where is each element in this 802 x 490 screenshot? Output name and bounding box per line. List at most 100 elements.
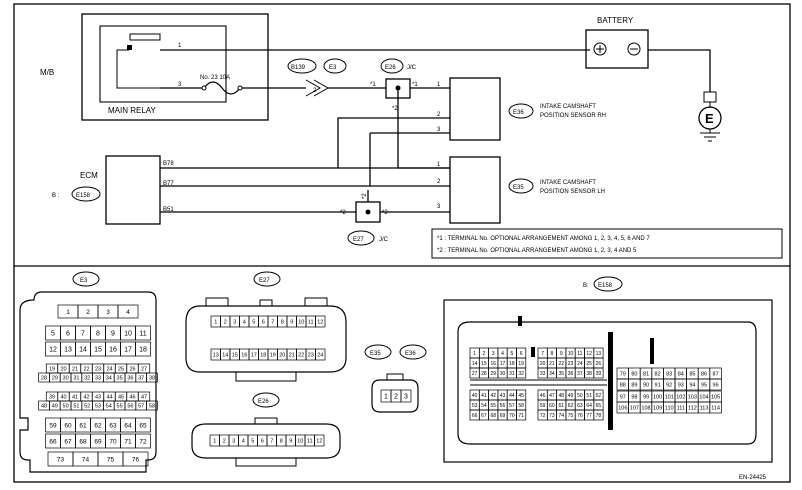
pin-number: 17 — [124, 347, 132, 354]
relay-contact — [129, 33, 161, 41]
mb-box — [81, 13, 269, 121]
pin-number: 60 — [64, 422, 72, 429]
pin-number: 18 — [139, 347, 147, 354]
pin-number: 11 — [308, 319, 314, 325]
pin-number: 3 — [492, 351, 495, 357]
connector-e158-face-label: E158 — [598, 283, 613, 289]
pin-number: 52 — [596, 393, 602, 399]
pin-number: 19 — [270, 352, 276, 358]
connector-sensor-housing — [371, 379, 419, 413]
pin-number: 66 — [49, 438, 57, 445]
connector-e158-housing — [457, 321, 757, 445]
pin-number: 10 — [124, 331, 132, 338]
sensor-rh-pin-3: 3 — [437, 127, 441, 133]
pin-number: 90 — [643, 382, 649, 388]
pin-number: 2 — [394, 394, 398, 401]
connector-e27-housing — [185, 305, 347, 373]
star2-top: *2 — [362, 193, 368, 199]
pin-number: 58 — [149, 403, 155, 409]
sensor-rh-connector: E36 — [513, 110, 524, 116]
connector-arrow-icon — [305, 79, 322, 97]
pin-number: 13 — [64, 347, 72, 354]
connector-e36-face-label: E36 — [405, 351, 416, 357]
pin-number: 54 — [481, 403, 487, 409]
pin-number: 6 — [262, 319, 265, 325]
battery-plus-terminal — [593, 42, 607, 56]
star2-right: *2 — [382, 210, 388, 216]
pin-number: 68 — [490, 413, 496, 419]
pin-number: 108 — [641, 405, 650, 411]
pin-number: 76 — [577, 413, 583, 419]
pin-number: 39 — [596, 371, 602, 377]
pin-number: 13 — [213, 352, 219, 358]
pin-number: 39 — [49, 394, 55, 400]
pin-number: 27 — [141, 366, 147, 372]
pin-number: 21 — [72, 366, 78, 372]
pin-number: 113 — [700, 405, 709, 411]
pin-number: 1 — [66, 309, 70, 316]
connector-e26-face-label: E26 — [258, 399, 269, 405]
pin-number: 71 — [518, 413, 524, 419]
pin-number: 15 — [481, 361, 487, 367]
sensor-rh-name-2: POSITION SENSOR RH — [540, 113, 606, 119]
pin-number: 50 — [577, 393, 583, 399]
star1-left: *1 — [370, 82, 376, 88]
star1-right: *1 — [412, 82, 418, 88]
pin-number: 105 — [711, 394, 720, 400]
notes-box — [431, 228, 783, 259]
pin-number: 51 — [586, 393, 592, 399]
pin-number: 17 — [251, 352, 257, 358]
note-star1: *1 : TERMINAL No. OPTIONAL ARRANGEMENT A… — [437, 236, 650, 242]
pin-number: 58 — [518, 403, 524, 409]
connector-e3-face-label: E3 — [80, 278, 88, 284]
pin-number: 37 — [138, 375, 144, 381]
pin-cell — [315, 348, 326, 361]
pin-number: 34 — [549, 371, 555, 377]
ground-label: E — [705, 111, 714, 126]
pin-number: 40 — [60, 394, 66, 400]
pin-number: 99 — [643, 394, 649, 400]
pin-cell — [314, 434, 325, 447]
connector-e27-label: E27 — [353, 237, 364, 243]
pin-number: 30 — [500, 371, 506, 377]
pin-number: 31 — [509, 371, 515, 377]
pin-number: 25 — [586, 361, 592, 367]
pin-number: 80 — [631, 371, 637, 377]
pin-number: 6 — [261, 438, 264, 444]
connector-e35-tag — [508, 178, 534, 194]
pin-number: 18 — [260, 352, 266, 358]
pin-number: 73 — [549, 413, 555, 419]
ecm-pin-b51: B51 — [163, 207, 174, 213]
pin-number: 16 — [109, 347, 117, 354]
mb-label: M/B — [40, 68, 54, 77]
pin-number: 100 — [653, 394, 662, 400]
connector-e158-face-tag — [593, 276, 623, 292]
pin-number: 21 — [289, 352, 295, 358]
pin-number: 4 — [243, 319, 246, 325]
pin-number: 70 — [509, 413, 515, 419]
pin-cell — [135, 433, 151, 449]
pin-number: 15 — [232, 352, 238, 358]
pin-number: 17 — [500, 361, 506, 367]
relay-pin-1: 1 — [178, 43, 182, 49]
pin-number: 8 — [551, 351, 554, 357]
pin-number: 19 — [518, 361, 524, 367]
pin-number: 14 — [472, 361, 478, 367]
sensor-lh-box — [449, 156, 501, 224]
pin-cell — [593, 367, 604, 379]
pin-number: 67 — [64, 438, 72, 445]
pin-number: 3 — [232, 438, 235, 444]
connector-e158-prefix: B: — [583, 283, 589, 289]
pin-number: 18 — [509, 361, 515, 367]
pin-number: 106 — [618, 405, 627, 411]
pin-number: 24 — [577, 361, 583, 367]
pin-number: 51 — [73, 403, 79, 409]
pin-number: 28 — [481, 371, 487, 377]
sensor-rh-name-1: INTAKE CAMSHAFT — [540, 104, 596, 110]
pin-number: 7 — [271, 319, 274, 325]
pin-number: 74 — [558, 413, 564, 419]
pin-number: 52 — [84, 403, 90, 409]
pin-number: 77 — [586, 413, 592, 419]
